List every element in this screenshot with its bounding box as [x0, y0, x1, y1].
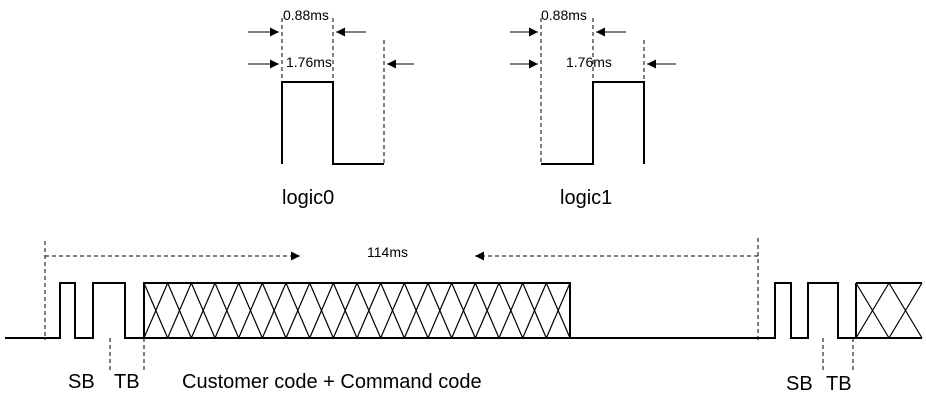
logic1-diagram: 0.88ms 1.76ms logic1 — [510, 7, 676, 209]
period-label: 114ms — [367, 244, 408, 260]
logic0-waveform — [281, 81, 384, 165]
repeat-sb-label: SB — [786, 373, 813, 395]
start-tail-bits-wave — [5, 282, 144, 339]
payload-block — [143, 282, 571, 339]
logic0-diagram: 0.88ms 1.76ms logic0 — [248, 7, 414, 209]
frame-waveform — [5, 282, 923, 339]
logic0-short-duration: 0.88ms — [283, 7, 329, 23]
logic1-label: logic1 — [560, 187, 612, 209]
logic1-waveform — [541, 81, 645, 165]
frame-period: 114ms — [44, 238, 759, 340]
repeat-start-tail-bits-wave — [570, 282, 856, 339]
repeat-payload-block — [855, 282, 923, 339]
logic1-long-duration: 1.76ms — [566, 54, 612, 70]
payload-label: Customer code + Command code — [182, 371, 482, 393]
sb-label: SB — [68, 371, 95, 393]
repeat-tb-label: TB — [826, 373, 852, 395]
logic0-long-duration: 1.76ms — [286, 54, 332, 70]
logic0-label: logic0 — [282, 187, 334, 209]
tb-label: TB — [114, 371, 140, 393]
logic1-short-duration: 0.88ms — [541, 7, 587, 23]
